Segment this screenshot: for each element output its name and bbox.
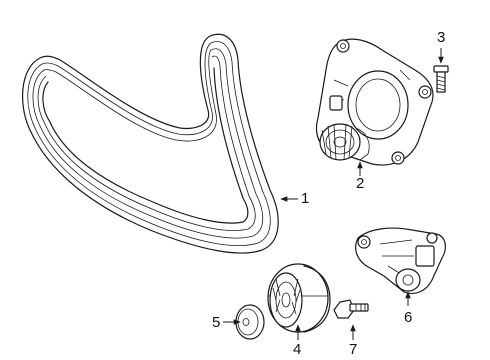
idler-pulley	[267, 263, 331, 333]
callout-4: 4	[293, 341, 302, 358]
callout-1: 1	[301, 190, 310, 207]
bolt	[433, 65, 449, 93]
tensioner-bracket	[355, 227, 446, 295]
callout-5: 5	[212, 314, 221, 331]
drive-belt	[21, 33, 279, 254]
callout-6: 6	[404, 309, 413, 326]
shoulder-bolt	[333, 299, 369, 319]
callout-7: 7	[349, 341, 358, 358]
belt-tensioner-assembly	[315, 38, 434, 166]
callout-3: 3	[437, 29, 446, 46]
callout-2: 2	[356, 175, 365, 192]
pulley-cap	[235, 304, 265, 340]
